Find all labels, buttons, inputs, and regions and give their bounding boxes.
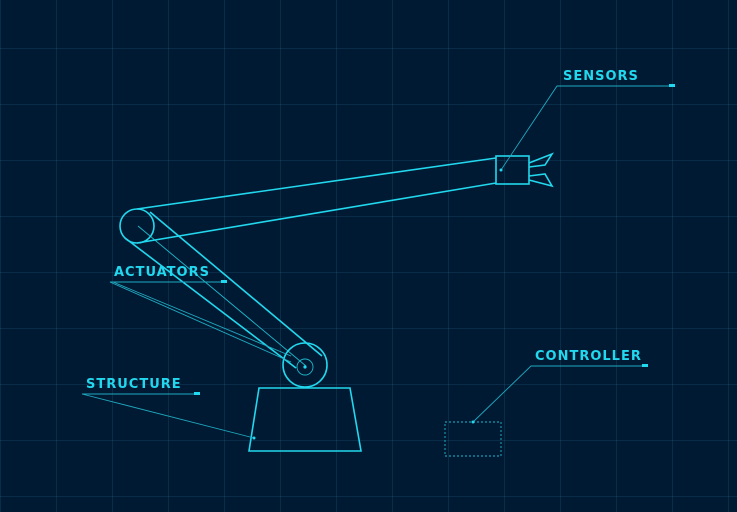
- shoulder-joint-inner: [296, 358, 314, 376]
- shoulder-joint: [282, 342, 328, 388]
- structure-anchor: [252, 436, 256, 440]
- lower-arm-edge-a: [124, 237, 297, 369]
- sensor-head: [495, 155, 530, 185]
- lower-arm-centerline: [137, 225, 307, 367]
- controller-leader-end: [642, 364, 648, 367]
- arm-base: [248, 387, 362, 452]
- gripper-lower: [528, 173, 554, 188]
- actuators-leader: [109, 281, 292, 363]
- gripper-upper: [528, 152, 554, 168]
- actuators-label: ACTUATORS: [114, 265, 210, 280]
- sensors-label: SENSORS: [563, 69, 639, 84]
- elbow-joint: [119, 208, 155, 244]
- sensors-anchor: [499, 168, 503, 172]
- controller-label: CONTROLLER: [535, 349, 642, 364]
- shoulder-joint-center: [303, 365, 307, 369]
- actuators-leader-secondary: [112, 281, 292, 357]
- upper-arm-edge-b: [136, 182, 497, 244]
- controller-box: [444, 421, 502, 457]
- sensors-leader-end: [669, 84, 675, 87]
- controller-anchor: [471, 420, 475, 424]
- structure-label: STRUCTURE: [86, 377, 182, 392]
- structure-leader: [81, 393, 255, 439]
- upper-arm-edge-a: [136, 157, 497, 210]
- actuators-leader-end: [221, 280, 227, 283]
- controller-leader: [472, 365, 646, 423]
- lower-arm-edge-b: [149, 211, 323, 357]
- structure-leader-end: [194, 392, 200, 395]
- sensors-leader: [500, 85, 673, 171]
